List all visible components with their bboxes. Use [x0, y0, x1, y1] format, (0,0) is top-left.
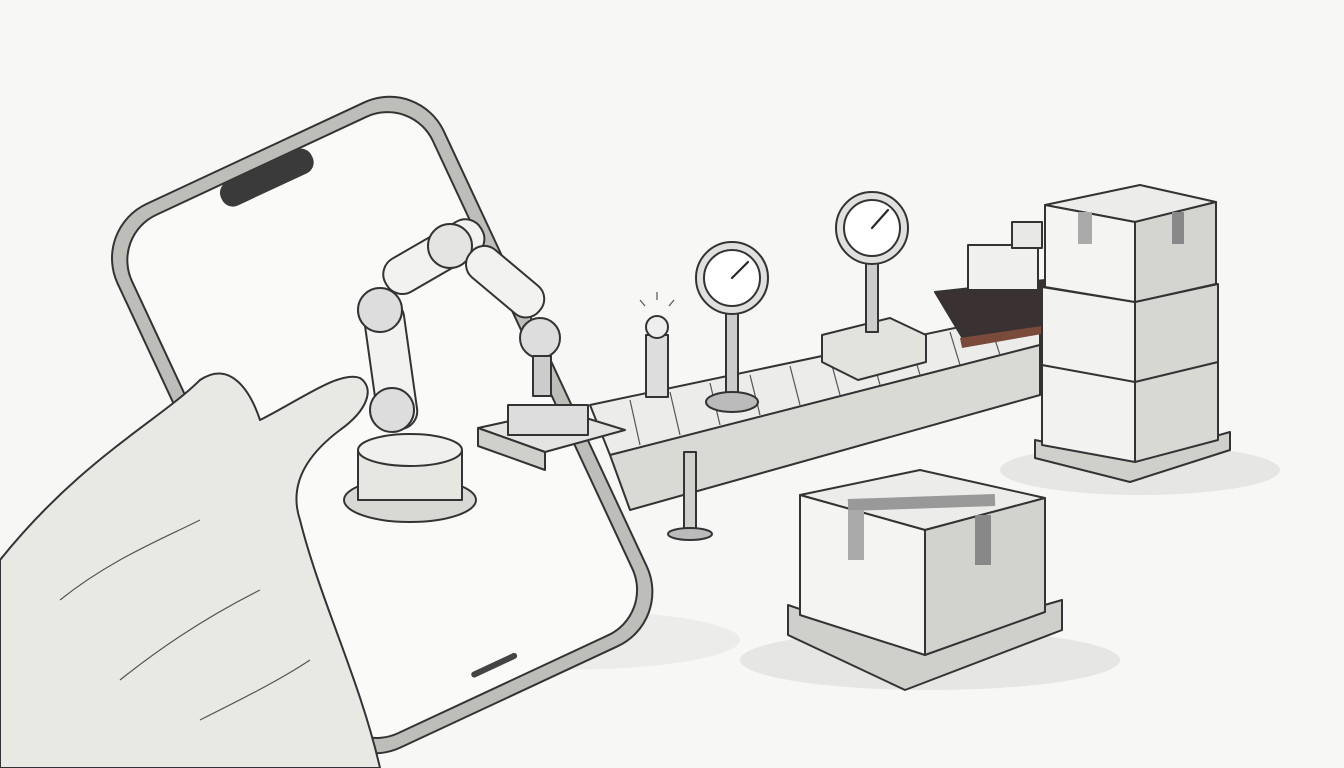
phone-port	[471, 652, 518, 678]
workpiece	[507, 404, 589, 436]
pressure-gauge-1	[695, 241, 769, 413]
conveyor-leg	[683, 451, 697, 533]
stacked-box-bottom	[1041, 361, 1219, 463]
proximity-sensor	[639, 292, 675, 398]
phone-notch	[219, 148, 314, 207]
stacked-box-top	[1044, 184, 1217, 303]
pressure-gauge-2	[821, 191, 927, 381]
cargo-ship	[934, 221, 1046, 348]
stacked-boxes-pallet	[1034, 184, 1231, 483]
hand	[0, 372, 381, 768]
stacked-box-middle	[1041, 283, 1219, 383]
front-box-pallet	[787, 469, 1063, 691]
conveyor-belt	[589, 309, 1041, 541]
robot-arm	[343, 218, 626, 523]
